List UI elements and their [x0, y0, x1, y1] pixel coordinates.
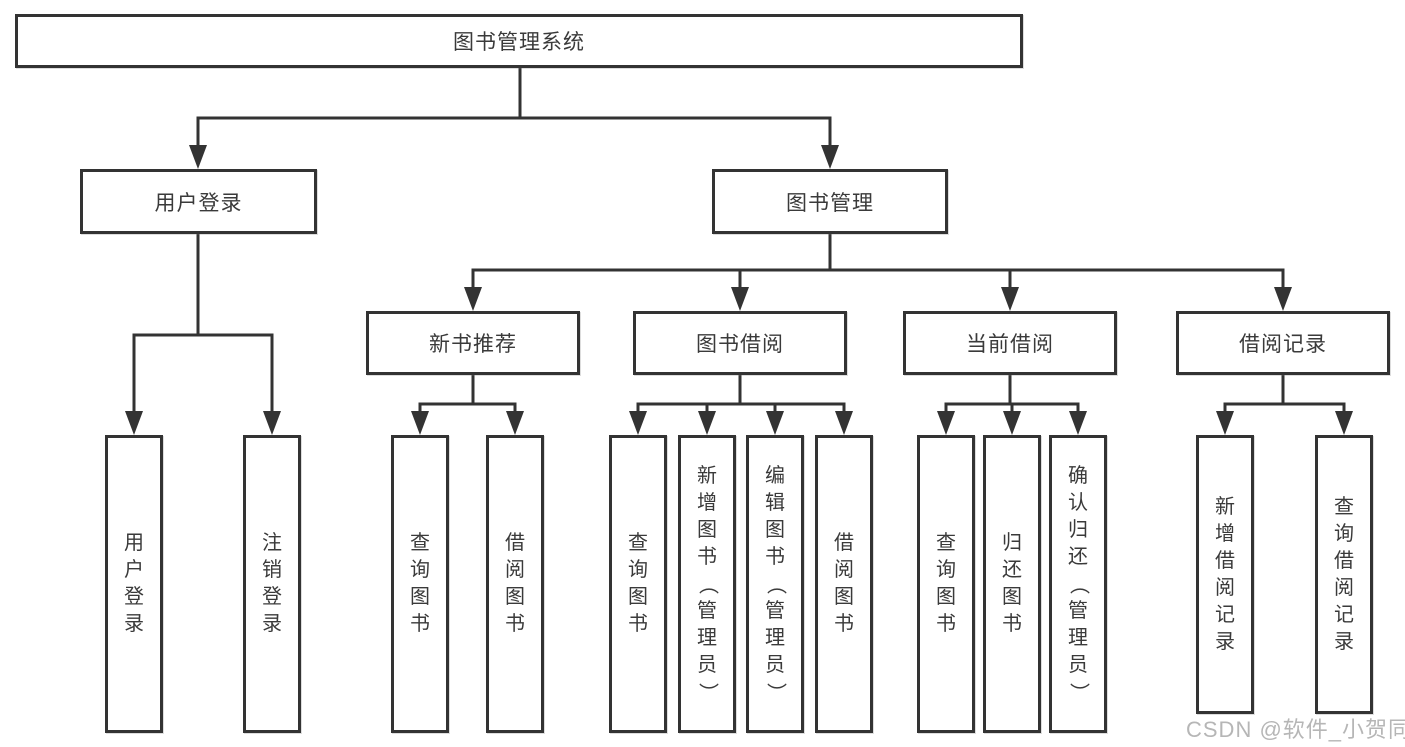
leaf-borrow-books-borrowing: 借阅图书	[815, 435, 873, 733]
leaf-query-borrow-record: 查询借阅记录	[1315, 435, 1373, 714]
node-new-book-recommendation: 新书推荐	[366, 311, 580, 375]
node-user-login: 用户登录	[80, 169, 317, 234]
leaf-query-books-borrowing: 查询图书	[609, 435, 667, 733]
leaf-borrow-books-recommend: 借阅图书	[486, 435, 544, 733]
node-library-management-system: 图书管理系统	[15, 14, 1023, 68]
csdn-watermark: CSDN @软件_小贺同学	[1186, 717, 1405, 742]
arrowheads	[125, 145, 1353, 435]
node-book-borrowing: 图书借阅	[633, 311, 847, 375]
leaf-add-books-admin: 新增图书（管理员）	[678, 435, 736, 733]
leaf-add-borrow-record: 新增借阅记录	[1196, 435, 1254, 714]
node-book-management: 图书管理	[712, 169, 948, 234]
leaf-confirm-return-admin: 确认归还（管理员）	[1049, 435, 1107, 733]
leaf-return-books: 归还图书	[983, 435, 1041, 733]
leaf-user-login: 用户登录	[105, 435, 163, 733]
leaf-query-books-recommend: 查询图书	[391, 435, 449, 733]
tree-edges	[132, 68, 1346, 414]
leaf-edit-books-admin: 编辑图书（管理员）	[746, 435, 804, 733]
node-current-borrowing: 当前借阅	[903, 311, 1117, 375]
leaf-query-books-current: 查询图书	[917, 435, 975, 733]
leaf-logout: 注销登录	[243, 435, 301, 733]
node-borrowing-records: 借阅记录	[1176, 311, 1390, 375]
